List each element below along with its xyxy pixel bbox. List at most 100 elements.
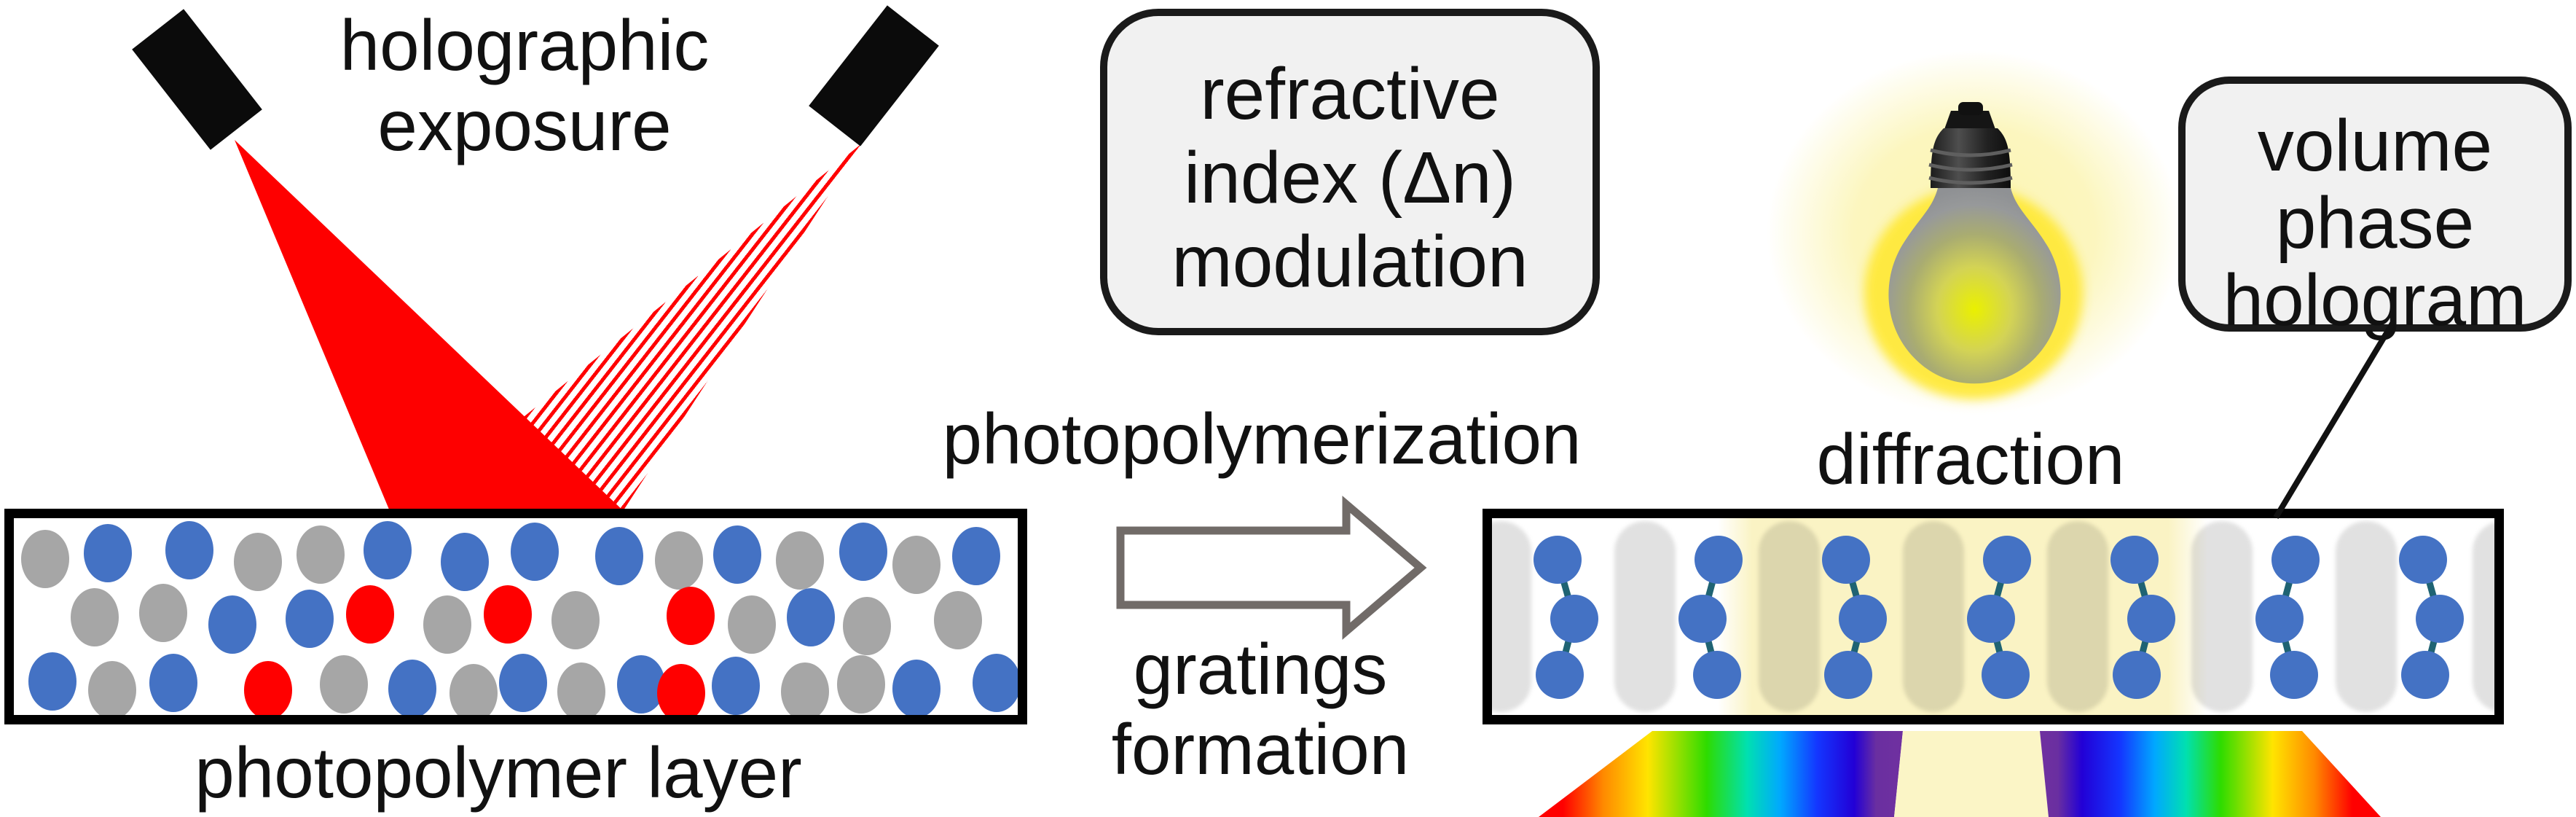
molecule-monomer bbox=[952, 527, 1000, 585]
photopolymer-layer-caption: photopolymer layer bbox=[195, 732, 802, 813]
volume-phase-hologram-callout: volume phase hologram bbox=[2178, 77, 2572, 339]
laser-emitter-right-icon bbox=[809, 5, 939, 146]
callout-pointer-line bbox=[2273, 320, 2396, 520]
laser-emitter-left-icon bbox=[132, 9, 262, 150]
molecule-monomer bbox=[839, 523, 887, 581]
chain-monomer bbox=[2416, 595, 2464, 643]
molecule-binder bbox=[728, 595, 776, 654]
molecule-monomer bbox=[499, 654, 547, 712]
chain-monomer bbox=[1822, 536, 1870, 584]
chain-monomer bbox=[2255, 595, 2304, 643]
molecule-binder bbox=[934, 591, 982, 649]
molecule-monomer bbox=[595, 527, 643, 585]
diffraction-label: diffraction bbox=[1816, 419, 2125, 499]
callout-line2: phase bbox=[2275, 182, 2475, 264]
chain-monomer bbox=[1693, 651, 1741, 699]
gratings-formation-label: gratings formation bbox=[1034, 629, 1486, 790]
molecule-monomer bbox=[149, 654, 197, 712]
molecule-binder bbox=[139, 584, 187, 642]
molecule-binder bbox=[88, 661, 136, 715]
grating-stripe bbox=[2336, 521, 2397, 712]
chain-monomer bbox=[2271, 536, 2320, 584]
chain-monomer bbox=[2401, 651, 2449, 699]
chain-monomer bbox=[1678, 595, 1727, 643]
molecule-monomer bbox=[617, 655, 665, 714]
molecule-monomer bbox=[713, 525, 761, 584]
molecule-monomer bbox=[388, 660, 436, 715]
chain-monomer bbox=[1550, 595, 1598, 643]
molecule-binder bbox=[892, 536, 941, 594]
molecule-monomer bbox=[28, 652, 76, 711]
polymer-chains bbox=[1534, 536, 2464, 699]
molecule-monomer bbox=[208, 595, 256, 654]
volume-phase-hologram-layer bbox=[1483, 509, 2504, 724]
molecule-monomer bbox=[511, 523, 559, 581]
chain-monomer bbox=[1839, 595, 1887, 643]
gratings-formation-line1: gratings bbox=[1133, 629, 1388, 709]
zero-order-beam bbox=[1894, 731, 2049, 817]
molecule-monomer bbox=[364, 521, 412, 579]
molecule-binder bbox=[781, 662, 829, 715]
chain-monomer bbox=[2399, 536, 2447, 584]
molecule-binder bbox=[449, 664, 498, 715]
molecule-binder bbox=[551, 591, 600, 649]
diffracted-spectrum-left bbox=[1539, 731, 1903, 817]
bulb-cap bbox=[1931, 128, 2011, 188]
molecule-monomer bbox=[165, 521, 213, 579]
holographic-exposure-line1: holographic bbox=[339, 5, 710, 85]
molecule-photoinitiator bbox=[244, 661, 292, 715]
chain-monomer bbox=[1982, 651, 2030, 699]
molecule-monomer bbox=[892, 660, 941, 715]
refractive-box-line2: index (Δn) bbox=[1184, 137, 1516, 219]
grating-stripe bbox=[1614, 521, 1676, 712]
molecule-photoinitiator bbox=[657, 664, 705, 715]
callout-line3: hologram bbox=[2223, 259, 2527, 341]
process-arrow-icon bbox=[1116, 496, 1427, 640]
molecule-binder bbox=[71, 588, 119, 646]
chain-monomer bbox=[1534, 536, 1582, 584]
molecule-monomer bbox=[286, 590, 334, 648]
bulb-glass bbox=[1888, 188, 2061, 384]
molecule-binder bbox=[297, 525, 345, 584]
molecule-photoinitiator bbox=[667, 587, 715, 645]
molecule-photoinitiator bbox=[484, 585, 532, 644]
holographic-exposure-label: holographic exposure bbox=[270, 5, 780, 166]
molecule-monomer bbox=[712, 657, 760, 715]
molecule-binder bbox=[234, 533, 282, 591]
light-bulb-icon bbox=[1864, 102, 2083, 399]
chain-monomer bbox=[2127, 595, 2175, 643]
diffracted-spectrum-right bbox=[2040, 731, 2381, 817]
refractive-box-line1: refractive bbox=[1200, 53, 1500, 135]
chain-monomer bbox=[2270, 651, 2318, 699]
molecule-binder bbox=[423, 595, 471, 654]
photopolymer-layer-contents bbox=[14, 518, 1018, 715]
chain-monomer bbox=[2113, 651, 2161, 699]
molecule-monomer bbox=[441, 533, 489, 591]
chain-monomer bbox=[1824, 651, 1872, 699]
molecule-binder bbox=[320, 655, 368, 714]
molecule-binder bbox=[557, 662, 605, 715]
bulb-cap-nub bbox=[1958, 102, 1983, 115]
molecule-binder bbox=[776, 531, 824, 590]
chain-monomer bbox=[1967, 595, 2015, 643]
callout-line1: volume bbox=[2257, 105, 2493, 187]
chain-monomer bbox=[1695, 536, 1743, 584]
molecule-photoinitiator bbox=[346, 585, 394, 644]
molecule-monomer bbox=[84, 524, 132, 582]
refractive-index-box: refractive index (Δn) modulation bbox=[1100, 9, 1600, 335]
molecule-binder bbox=[21, 530, 69, 588]
molecule-binder bbox=[655, 531, 703, 590]
photopolymer-layer bbox=[4, 509, 1027, 724]
holographic-exposure-line2: exposure bbox=[377, 85, 672, 165]
gratings-formation-line2: formation bbox=[1111, 708, 1410, 789]
chain-monomer bbox=[1983, 536, 2031, 584]
bulb-cap-tip bbox=[1944, 111, 1996, 131]
molecule-binder bbox=[837, 655, 885, 714]
chain-monomer bbox=[2110, 536, 2159, 584]
refractive-box-line3: modulation bbox=[1171, 221, 1528, 302]
grating-stripe bbox=[2473, 521, 2494, 712]
molecule-monomer bbox=[787, 588, 835, 646]
molecule-binder bbox=[843, 597, 891, 655]
hologram-layer-contents bbox=[1492, 518, 2494, 715]
